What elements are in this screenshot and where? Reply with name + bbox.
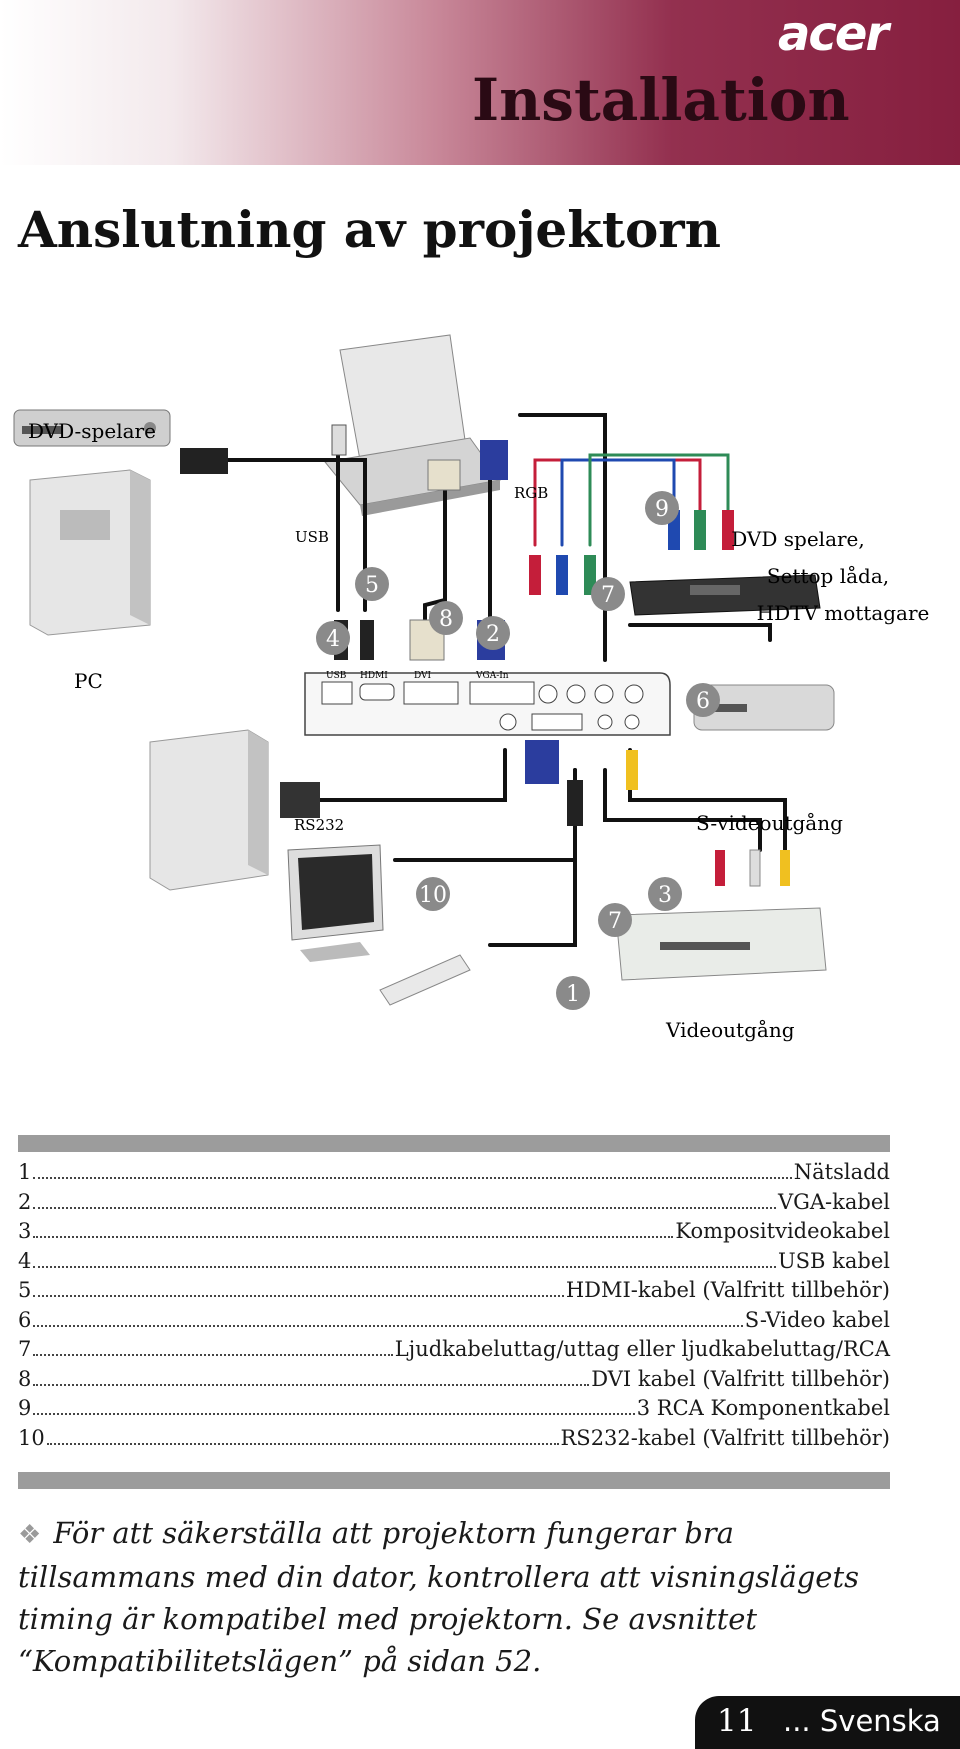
acer-logo: acer — [778, 6, 889, 62]
page-footer: 11 ... Svenska — [695, 1696, 960, 1749]
label-pc: PC — [74, 669, 103, 693]
label-video-out: Videoutgång — [665, 1018, 795, 1042]
label-rs232: RS232 — [294, 816, 344, 834]
page-number: 11 — [717, 1703, 757, 1739]
callout-7b: 7 — [608, 909, 622, 934]
power-strip-icon — [379, 954, 471, 1006]
label-svideo-out: S-videoutgång — [696, 811, 843, 835]
legend-top-bar — [18, 1135, 890, 1152]
section-title: Anslutning av projektorn — [18, 200, 722, 259]
callout-5: 5 — [365, 573, 379, 598]
cables — [198, 413, 787, 947]
laptop-icon — [324, 334, 501, 516]
label-usb: USB — [295, 528, 329, 546]
header-banner — [0, 0, 960, 165]
svg-text:DVI: DVI — [414, 671, 432, 681]
callout-1: 1 — [566, 982, 580, 1007]
svg-text:VGA-In: VGA-In — [475, 671, 509, 681]
pc-tower-icon-2 — [149, 729, 269, 891]
callout-8: 8 — [439, 607, 453, 632]
monitor-icon — [287, 844, 384, 962]
pc-tower-icon — [29, 469, 151, 636]
callout-3: 3 — [658, 883, 672, 908]
note-text: För att säkerställa att projektorn funge… — [18, 1516, 859, 1678]
diamond-bullet-icon: ❖ — [18, 1520, 42, 1550]
vcr-icon — [615, 907, 827, 981]
connection-diagram: USB HDMI DVI VGA-In — [13, 334, 930, 1042]
callout-6: 6 — [696, 689, 710, 714]
dvd-player-icon — [13, 409, 171, 447]
callout-9: 9 — [655, 497, 669, 522]
svg-text:USB: USB — [326, 671, 347, 681]
compatibility-note: ❖För att säkerställa att projektorn fung… — [18, 1512, 898, 1682]
label-dvd-player: DVD-spelare — [28, 419, 156, 443]
svg-text:HDMI: HDMI — [360, 671, 388, 681]
label-dvd-settop-1: DVD spelare, — [731, 527, 865, 551]
language-label: ... Svenska — [783, 1704, 941, 1738]
label-dvd-settop-2: Settop låda, — [767, 564, 889, 588]
label-dvd-settop-3: HDTV mottagare — [757, 601, 930, 625]
callout-10: 10 — [419, 883, 447, 908]
connectors — [180, 424, 790, 887]
legend-bottom-bar — [18, 1472, 890, 1489]
settop-box-icon — [629, 574, 821, 616]
projector-panel-icon: USB HDMI DVI VGA-In — [304, 671, 671, 736]
callout-4: 4 — [326, 627, 340, 652]
callouts: 1 2 3 4 5 6 7 7 8 9 10 — [316, 491, 720, 1010]
chapter-title: Installation — [472, 66, 850, 134]
label-rgb: RGB — [514, 484, 548, 502]
callout-7a: 7 — [601, 583, 615, 608]
callout-2: 2 — [486, 622, 500, 647]
